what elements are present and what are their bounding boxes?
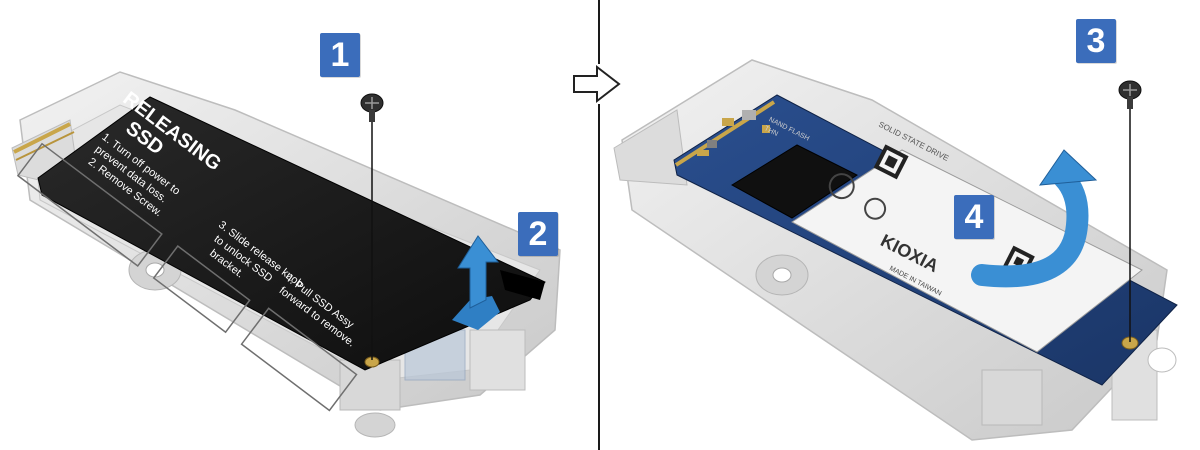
callout-badge-4: 4 bbox=[954, 195, 994, 239]
screw-icon bbox=[360, 93, 384, 122]
arrow-right-icon bbox=[571, 64, 623, 104]
release-label: RELEASING SSD 1. Turn off power to preve… bbox=[16, 88, 546, 412]
callout-badge-1: 1 bbox=[320, 33, 360, 77]
step-panel-left: RELEASING SSD 1. Turn off power to preve… bbox=[0, 0, 598, 450]
ssd-bracket-illustration: RELEASING SSD 1. Turn off power to preve… bbox=[11, 71, 561, 438]
panel-divider bbox=[598, 0, 600, 450]
screw-icon bbox=[1118, 80, 1142, 109]
step-panel-right: SOLID STATE DRIVE KIOXIA MADE IN TAIWAN … bbox=[602, 0, 1200, 450]
ssd-module-illustration: SOLID STATE DRIVE KIOXIA MADE IN TAIWAN … bbox=[613, 59, 1178, 441]
up-arrow-icon bbox=[452, 235, 500, 330]
callout-badge-3: 3 bbox=[1076, 19, 1116, 63]
ssd-pcb: SOLID STATE DRIVE KIOXIA MADE IN TAIWAN … bbox=[673, 94, 1178, 386]
rotate-arrow-icon bbox=[971, 149, 1098, 288]
callout-badge-2: 2 bbox=[518, 212, 558, 256]
